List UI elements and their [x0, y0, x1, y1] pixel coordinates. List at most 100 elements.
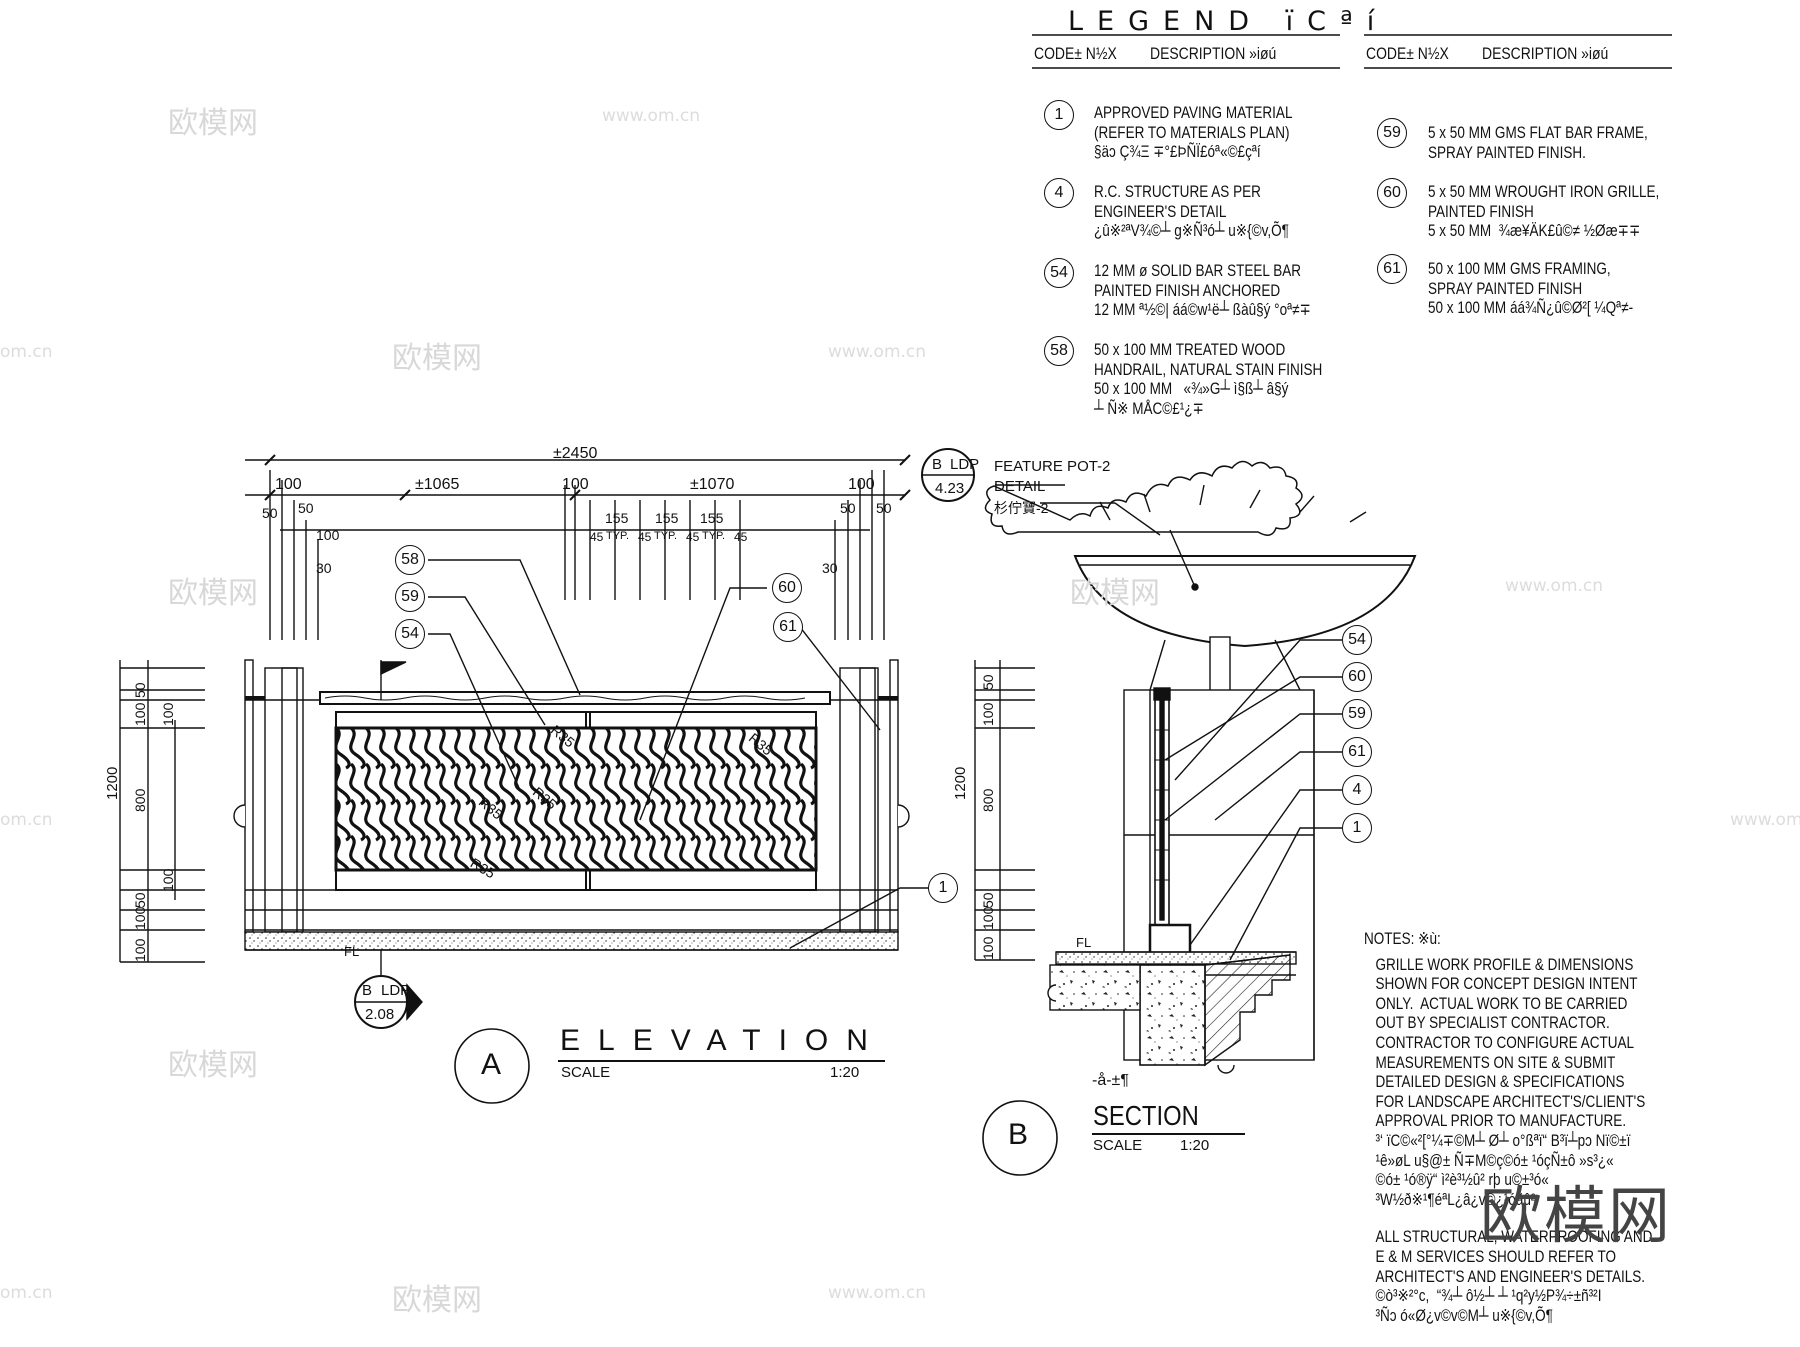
dim-h-d2: 50	[132, 682, 148, 698]
dim-h-d8: 100	[132, 938, 148, 962]
sec-tag-59: 59	[1342, 699, 1372, 729]
grille-wave-bar	[574, 834, 591, 870]
watermark-url: www.om.cn	[1730, 810, 1800, 830]
grille-wave-bar	[604, 798, 621, 842]
grille-wave-bar	[619, 834, 636, 870]
grille-wave-bar	[589, 762, 606, 806]
grille-wave-bar	[321, 836, 334, 876]
grille-wave-bar	[529, 762, 546, 806]
section-letter: B	[1008, 1118, 1029, 1151]
grille-wave-bar	[724, 798, 741, 842]
grille-wave-bar	[769, 762, 786, 806]
grille-wave-bar	[754, 834, 771, 870]
watermark-url: om.cn	[0, 1283, 53, 1303]
grille-wave-bar	[439, 798, 456, 842]
dim-r2-12: TYP.	[702, 530, 726, 542]
grille-wave-bar	[619, 798, 636, 842]
dim-r2-14: 30	[822, 560, 838, 576]
dim-total-width: ±2450	[553, 445, 598, 462]
grille-wave-bar	[439, 834, 456, 870]
grille-wave-bar	[469, 762, 486, 806]
dim-r2-3: 30	[316, 560, 332, 576]
watermark-url: www.om.cn	[602, 106, 701, 126]
grille-wave-bar	[754, 728, 771, 770]
pot-ref-tag: LDP	[950, 456, 980, 473]
grille-wave-bar	[321, 728, 334, 768]
grille-wave-bar	[454, 798, 471, 842]
grille-wave-bar	[799, 798, 816, 842]
grille-wave-bar	[754, 762, 771, 806]
grille-wave-bar	[321, 764, 334, 804]
grille-wave-bar	[499, 728, 516, 770]
grille-wave-bar	[799, 762, 816, 806]
grille-wave-bar	[784, 728, 801, 770]
watermark-logo: 欧模网	[168, 106, 258, 141]
elevation-title: ELEVATION	[560, 1024, 886, 1057]
grille-wave-bar	[679, 834, 696, 870]
legend-code-61: 61	[1377, 254, 1407, 284]
grille-wave-bar	[559, 798, 576, 842]
grille-wave-bar	[739, 762, 756, 806]
grille-wave-bar	[364, 728, 381, 770]
grille-wave-bar	[604, 728, 621, 770]
legend-code-54: 54	[1044, 258, 1074, 288]
grille-wave-bar	[559, 728, 576, 770]
section-title: SECTION	[1093, 1100, 1199, 1131]
grille-wave-bar	[589, 728, 606, 770]
legend-item-58: 50 x 100 MM TREATED WOOD HANDRAIL, NATUR…	[1094, 341, 1323, 418]
grille-wave-bar	[306, 764, 319, 804]
sec-dim-d3: 800	[980, 788, 996, 812]
grille-wave-bar	[349, 798, 366, 842]
sec-dim-d2: 100	[980, 702, 996, 726]
grille-wave-bar	[664, 728, 681, 770]
grille-wave-bar	[529, 798, 546, 842]
elev-tag-1: 1	[928, 873, 958, 903]
sec-tag-54: 54	[1342, 625, 1372, 655]
grille-wave-bar	[439, 762, 456, 806]
grille-wave-bar	[739, 728, 756, 770]
dim-r2-8: TYP.	[606, 530, 630, 542]
grille-wave-bar	[364, 762, 381, 806]
pot-ref-line1: FEATURE POT-2	[994, 458, 1111, 475]
grille-wave-bar	[784, 798, 801, 842]
grille-wave-bar	[409, 834, 426, 870]
grille-wave-bar	[574, 798, 591, 842]
pot-ref-letter: B	[932, 456, 943, 473]
dim-right-span: ±1070	[690, 476, 735, 493]
grille-wave-bar	[589, 834, 606, 870]
elev-fl: FL	[344, 944, 360, 959]
grille-wave-bar	[349, 762, 366, 806]
legend-code-1: 1	[1044, 100, 1074, 130]
dim-r2-4: 155	[605, 510, 629, 526]
grille-wave-bar	[664, 798, 681, 842]
watermark-logo-large: 欧模网	[1480, 1179, 1673, 1252]
grille-wave-bar	[574, 762, 591, 806]
dim-r2-1: 50	[298, 500, 314, 516]
grille-wave-bar	[499, 834, 516, 870]
grille-wave-bar	[364, 798, 381, 842]
legend-code-header-left: CODE± N½X	[1034, 44, 1117, 63]
grille-wave-bar	[364, 834, 381, 870]
dim-r2-13: 45	[734, 530, 748, 544]
grille-wave-bar	[604, 762, 621, 806]
grille-wave-bar	[649, 798, 666, 842]
legend-header-rules	[1032, 34, 1672, 69]
watermark-url: om.cn	[0, 342, 53, 362]
elevation-scale-label: SCALE	[561, 1064, 611, 1081]
elevation-drawing	[119, 454, 928, 1104]
grille-wave-bar	[394, 728, 411, 770]
sec-dim-total: 1200	[952, 766, 969, 800]
dim-r2-0: 50	[262, 505, 278, 521]
grille-wave-bar	[846, 836, 859, 876]
grille-wave-bar	[306, 800, 319, 840]
grille-wave-bar	[454, 728, 471, 770]
elev-tag-60: 60	[772, 573, 802, 603]
grille-wave-bar	[649, 728, 666, 770]
watermark-url: www.om.cn	[1505, 576, 1604, 596]
grille-wave-bar	[484, 834, 501, 870]
elev-ref-sheet: 2.08	[365, 1006, 395, 1023]
grille-wave-bar	[306, 836, 319, 876]
grille-wave-bar	[694, 728, 711, 770]
legend-code-4: 4	[1044, 178, 1074, 208]
grille-wave-bar	[604, 834, 621, 870]
